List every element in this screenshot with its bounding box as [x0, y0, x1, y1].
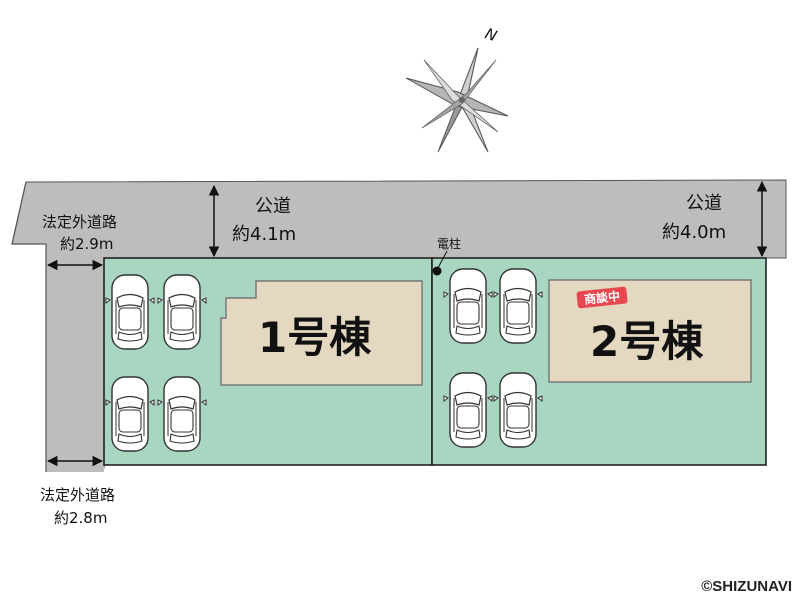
- side-road-name-bottom: 法定外道路: [40, 486, 115, 504]
- road-name-left: 公道: [255, 196, 291, 217]
- road-width-right: 約4.0m: [662, 222, 726, 243]
- compass-north-label: N: [483, 24, 500, 45]
- nonstatutory-road: [46, 258, 104, 472]
- building-1: [220, 280, 423, 386]
- building-2-label: 2号棟: [590, 317, 704, 366]
- car-top-view-icon: [493, 372, 543, 448]
- car-top-view-icon: [493, 268, 543, 344]
- car-top-view-icon: [443, 372, 493, 448]
- car-top-view-icon: [157, 274, 207, 350]
- car-top-view-icon: [105, 376, 155, 452]
- car-top-view-icon: [157, 376, 207, 452]
- car-top-view-icon: [443, 268, 493, 344]
- status-badge-label: 商談中: [583, 288, 620, 307]
- road-name-right: 公道: [686, 193, 722, 214]
- side-road-name-top: 法定外道路: [42, 213, 117, 231]
- side-road-width-bottom: 約2.8m: [54, 509, 107, 527]
- car-top-view-icon: [105, 274, 155, 350]
- utility-pole-icon: [432, 266, 442, 276]
- status-badge: 商談中: [576, 286, 628, 309]
- utility-pole-label: 電柱: [437, 236, 461, 251]
- compass-rose-icon: [405, 47, 509, 153]
- side-road-width-top: 約2.9m: [60, 235, 113, 253]
- road-width-left: 約4.1m: [232, 224, 296, 245]
- copyright-text: ©SHIZUNAVI: [701, 578, 792, 595]
- building-1-label: 1号棟: [258, 313, 372, 362]
